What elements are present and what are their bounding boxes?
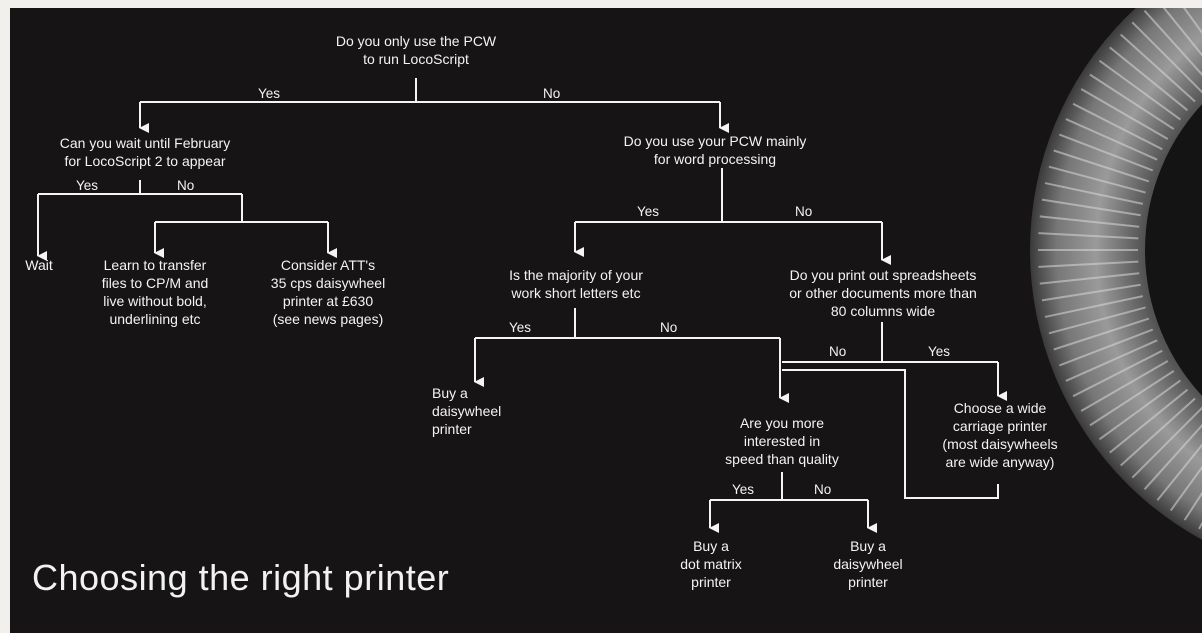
wheel-spoke xyxy=(1038,232,1139,240)
question-wait-for-locoscript-2: Can you wait until February for LocoScri… xyxy=(59,135,231,169)
wheel-spoke xyxy=(1169,465,1202,512)
wheel-spoke xyxy=(1048,165,1146,194)
wheel-spoke xyxy=(1182,8,1202,35)
wheel-spoke xyxy=(1044,295,1144,318)
wheel-spoke xyxy=(1038,260,1139,268)
wheel-spoke xyxy=(1044,182,1144,205)
wheel-spoke xyxy=(1072,349,1163,398)
outcome-wait: Wait xyxy=(25,257,53,273)
outcome-transfer-to-cpm: Learn to transfer files to CP/M and live… xyxy=(101,257,209,327)
question-short-letters: Is the majority of your work short lette… xyxy=(509,267,643,301)
wheel-spoke xyxy=(1131,21,1202,94)
wheel-spoke xyxy=(1072,102,1163,151)
label-yes-wide-documents: Yes xyxy=(928,344,951,359)
wheel-spoke xyxy=(1059,328,1154,367)
label-yes-locoscript: Yes xyxy=(258,86,281,101)
label-no-locoscript: No xyxy=(543,86,561,101)
wheel-spoke xyxy=(1059,133,1154,172)
label-yes-speed: Yes xyxy=(732,482,755,497)
connector-q2-split xyxy=(38,180,242,195)
wheel-spoke xyxy=(1065,118,1158,161)
wheel-spoke xyxy=(1098,59,1181,121)
wheel-spoke xyxy=(1048,306,1146,335)
label-yes-word-processing: Yes xyxy=(637,204,660,219)
label-yes-wait: Yes xyxy=(76,178,99,193)
connector-q4-split xyxy=(475,308,780,339)
connector-q6-split xyxy=(710,472,868,501)
diagram-title: Choosing the right printer xyxy=(32,557,450,598)
wheel-spoke xyxy=(1183,491,1202,521)
wheel-spoke xyxy=(1080,360,1169,412)
wheel-spoke xyxy=(1109,388,1189,454)
wheel-spoke xyxy=(1039,215,1140,228)
question-wide-documents: Do you print out spreadsheets or other d… xyxy=(789,267,977,319)
wheel-spoke xyxy=(1131,406,1202,479)
connector-q3-split xyxy=(575,168,882,223)
wheel-spoke xyxy=(1162,8,1202,57)
diagram-panel xyxy=(10,8,1202,633)
wheel-spoke xyxy=(1109,46,1189,112)
wheel-spoke xyxy=(1120,397,1196,467)
wheel-spoke xyxy=(1143,10,1202,77)
outcome-wide-carriage: Choose a wide carriage printer (most dai… xyxy=(942,400,1058,470)
connector-q2-no xyxy=(155,194,328,223)
wheel-spoke xyxy=(1039,272,1140,285)
question-locoscript-only: Do you only use the PCW to run LocoScrip… xyxy=(335,33,497,67)
wheel-spoke xyxy=(1156,443,1202,501)
connector-q5-split xyxy=(782,322,998,363)
outcome-buy-daisywheel-2: Buy a daisywheel printer xyxy=(833,538,903,590)
outcome-consider-att: Consider ATT's 35 cps daisywheel printer… xyxy=(270,257,386,327)
connector-q5-no xyxy=(782,369,999,499)
wheel-spoke xyxy=(1080,88,1169,140)
connector-q1-split xyxy=(140,78,720,103)
wheel-spoke xyxy=(1089,370,1175,427)
wheel-spoke xyxy=(1053,317,1150,351)
wheel-spoke xyxy=(1120,33,1196,103)
question-word-processing: Do you use your PCW mainly for word proc… xyxy=(623,133,807,167)
label-no-word-processing: No xyxy=(795,204,813,219)
label-no-speed: No xyxy=(814,482,832,497)
label-no-short-letters: No xyxy=(660,320,678,335)
wheel-spoke xyxy=(1065,339,1158,382)
wheel-spoke xyxy=(1098,379,1181,441)
label-yes-short-letters: Yes xyxy=(509,320,532,335)
outcome-buy-dot-matrix: Buy a dot matrix printer xyxy=(680,538,742,590)
wheel-spoke xyxy=(1089,73,1175,130)
wheel-spoke xyxy=(1041,198,1141,217)
question-speed-vs-quality: Are you more interested in speed than qu… xyxy=(725,415,839,467)
label-no-wide-documents: No xyxy=(829,344,847,359)
outcome-buy-daisywheel: Buy a daisywheel printer xyxy=(432,385,502,437)
label-no-wait: No xyxy=(177,178,195,193)
wheel-spoke xyxy=(1053,149,1150,183)
wheel-spoke xyxy=(1143,423,1202,490)
wheel-spoke xyxy=(1041,283,1141,302)
